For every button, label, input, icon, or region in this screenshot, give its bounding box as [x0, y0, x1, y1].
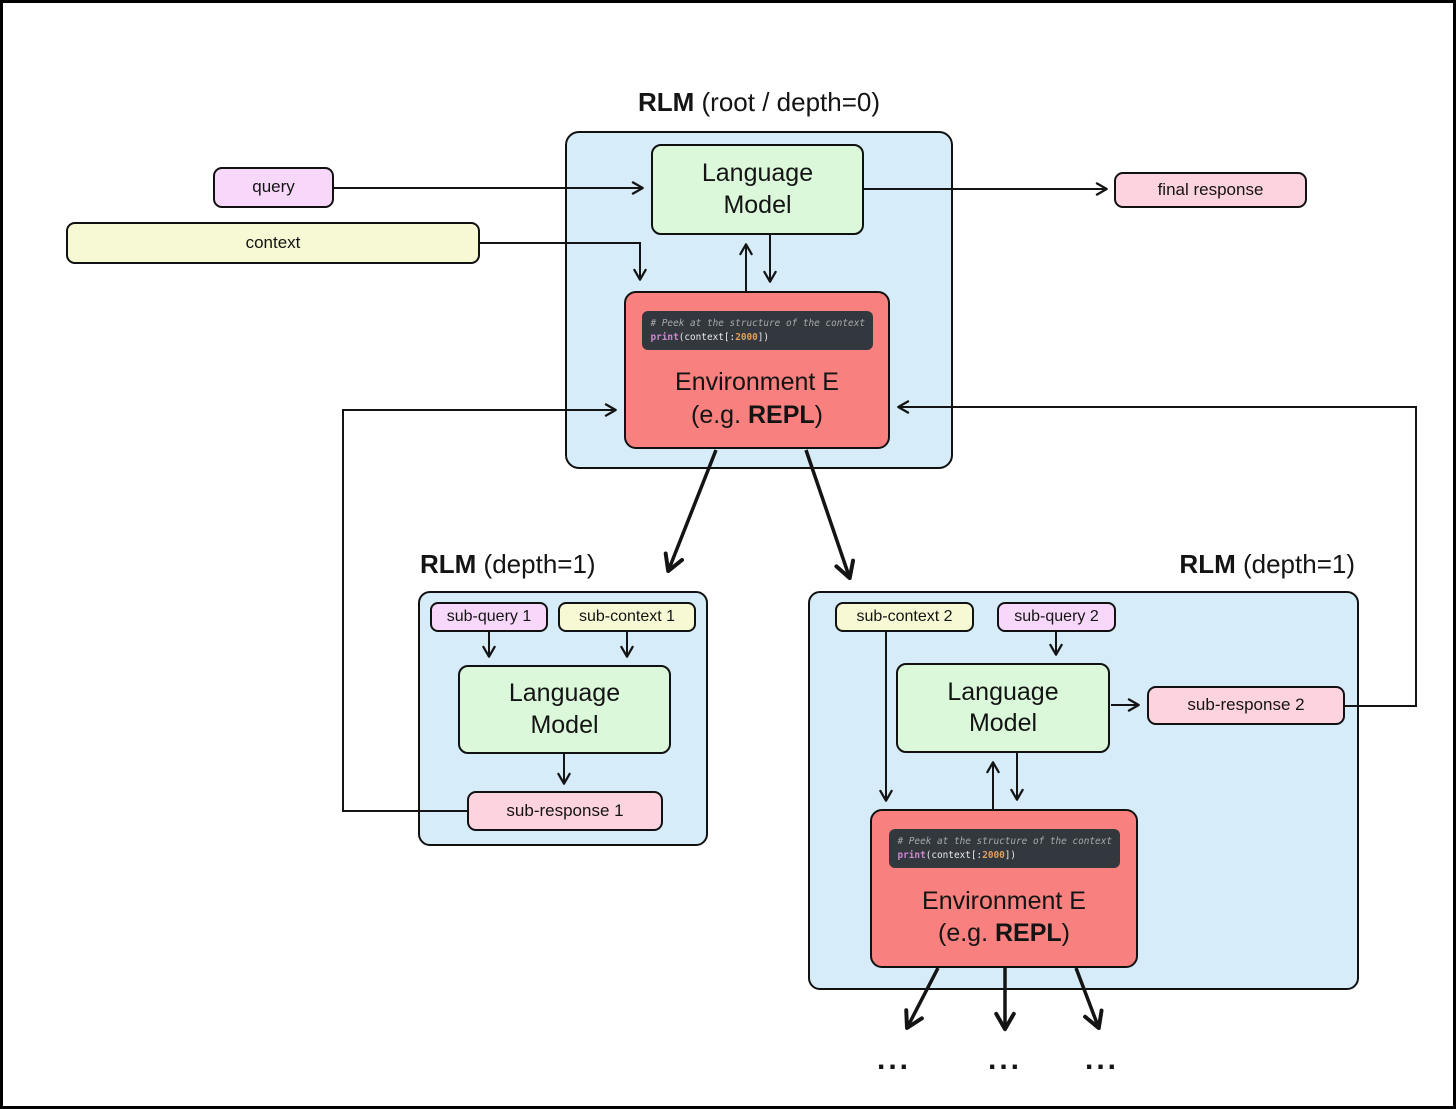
sub-context-2-box: sub-context 2: [835, 602, 974, 632]
left-child-title: RLM (depth=1): [420, 549, 596, 580]
final-response-box: final response: [1114, 172, 1307, 208]
root-environment-line1: Environment E: [675, 368, 839, 396]
query-box: query: [213, 167, 334, 208]
sub-query-1-box: sub-query 1: [430, 602, 548, 632]
right-environment-line2: (e.g. REPL): [938, 919, 1070, 947]
sub-context-1-box: sub-context 1: [558, 602, 696, 632]
sub-query-2-box: sub-query 2: [997, 602, 1116, 632]
left-lm-line1: Language: [508, 679, 621, 708]
recursion-ellipsis-right: ...: [1084, 1043, 1119, 1076]
right-code-snippet: # Peek at the structure of the context p…: [888, 829, 1120, 868]
root-code-comment: # Peek at the structure of the context: [650, 318, 865, 329]
root-environment-label: Environment E (e.g. REPL): [675, 350, 839, 447]
root-code-line2: print(context[:2000]): [650, 331, 770, 343]
sub-response-2-box: sub-response 2: [1147, 686, 1345, 725]
left-child-language-model-box: Language Model: [458, 665, 671, 754]
context-box: context: [66, 222, 480, 264]
root-title-rest: (root / depth=0): [694, 87, 881, 117]
sub-response-1-box: sub-response 1: [467, 791, 663, 831]
right-environment-box: # Peek at the structure of the context p…: [870, 809, 1138, 968]
right-lm-line2: Model: [968, 709, 1038, 737]
right-lm-line1: Language: [947, 677, 1059, 706]
root-language-model-box: Language Model: [651, 144, 864, 235]
right-code-comment: # Peek at the structure of the context: [897, 836, 1112, 847]
left-child-title-rest: (depth=1): [476, 549, 596, 579]
root-title-bold: RLM: [637, 87, 695, 117]
right-child-title: RLM (depth=1): [1050, 549, 1355, 580]
root-title: RLM (root / depth=0): [565, 87, 953, 118]
right-child-title-bold: RLM: [1179, 549, 1236, 579]
left-lm-line2: Model: [530, 710, 599, 739]
root-lm-line2: Model: [723, 190, 792, 219]
root-environment-line2: (e.g. REPL): [691, 400, 823, 429]
root-environment-box: # Peek at the structure of the context p…: [624, 291, 890, 449]
right-child-title-rest: (depth=1): [1235, 549, 1355, 579]
root-code-snippet: # Peek at the structure of the context p…: [641, 311, 873, 350]
right-child-language-model-box: Language Model: [896, 663, 1110, 753]
left-child-title-bold: RLM: [420, 549, 477, 579]
right-environment-line1: Environment E: [922, 886, 1086, 915]
root-lm-line1: Language: [701, 159, 814, 188]
right-code-line2: print(context[:2000]): [897, 849, 1017, 861]
recursion-ellipsis-left: ...: [876, 1043, 911, 1076]
right-environment-label: Environment E (e.g. REPL): [922, 868, 1086, 966]
recursion-ellipsis-middle: ...: [987, 1043, 1022, 1076]
